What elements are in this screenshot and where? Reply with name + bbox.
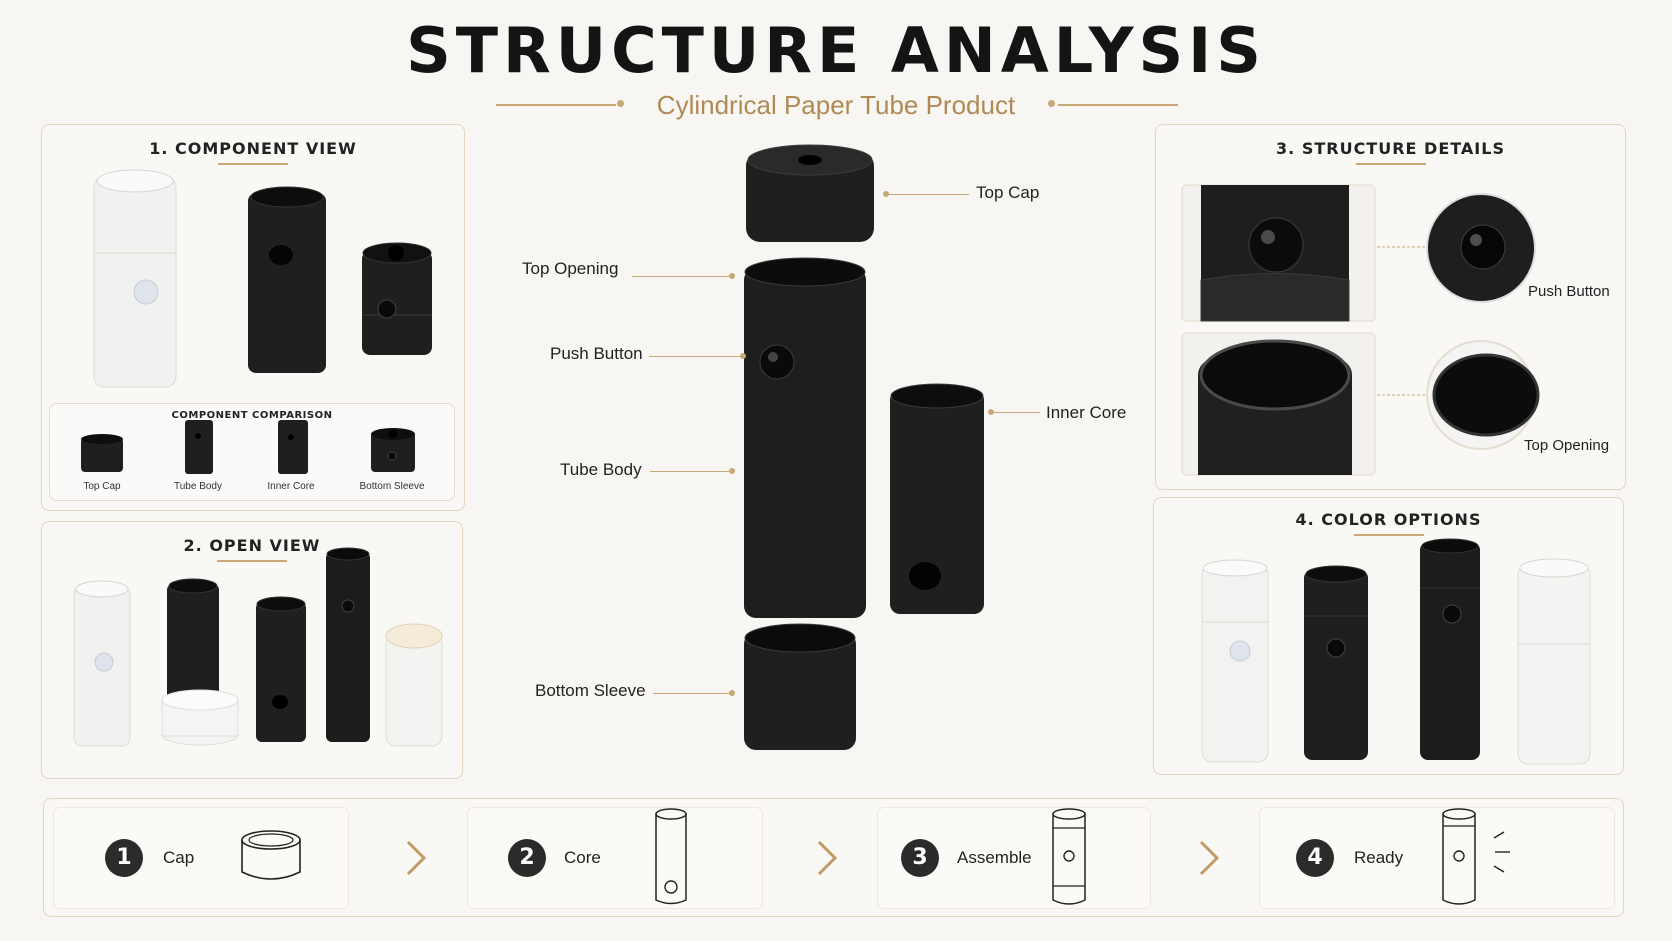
assembled-tube-icon <box>1052 808 1086 905</box>
inner-core-shape <box>890 390 984 614</box>
subtitle-row: Cylindrical Paper Tube Product <box>0 84 1672 126</box>
component-comparison-box: COMPONENT COMPARISON Top Cap Tube Body I… <box>49 403 455 501</box>
subtitle-right-dot <box>1048 100 1055 107</box>
top-cap-shape <box>746 152 874 242</box>
exploded-view-illustration <box>744 144 984 750</box>
label-bottom-sleeve: Bottom Sleeve <box>535 681 646 700</box>
subtitle-right-line <box>1058 104 1178 106</box>
step-2-label: Core <box>564 848 601 867</box>
step-4-number: 4 <box>1296 839 1334 877</box>
open-view-illustration <box>73 547 443 747</box>
detail-label-push-button: Push Button <box>1528 283 1610 300</box>
page-subtitle: Cylindrical Paper Tube Product <box>656 90 1016 120</box>
step-4-label: Ready <box>1354 848 1404 867</box>
leader-line-top-cap <box>889 194 969 196</box>
page-title: STRUCTURE ANALYSIS <box>406 14 1266 87</box>
cap-outline-icon <box>241 830 301 880</box>
color-options-title: 4. COLOR OPTIONS <box>1295 510 1482 529</box>
component-view-illustration <box>93 169 432 388</box>
color-options-underline <box>1353 534 1424 536</box>
step-3-label: Assemble <box>957 848 1032 867</box>
open-view-underline <box>217 560 287 562</box>
leader-dot-bottom-sleeve <box>729 690 735 696</box>
open-view-panel: 2. OPEN VIEW <box>41 521 463 779</box>
structure-details-panel: 3. STRUCTURE DETAILS Push Button Top Ope… <box>1155 124 1626 490</box>
comparison-label-top-cap: Top Cap <box>83 481 121 492</box>
leader-line-top-opening <box>632 276 730 278</box>
comparison-label-tube-body: Tube Body <box>174 481 222 492</box>
leader-dot-tube-body <box>729 468 735 474</box>
detail-label-top-opening: Top Opening <box>1524 437 1610 454</box>
label-push-button: Push Button <box>550 344 643 363</box>
ready-tube-icon <box>1442 808 1510 905</box>
label-top-cap: Top Cap <box>976 183 1040 202</box>
structure-details-title: 3. STRUCTURE DETAILS <box>1276 139 1505 158</box>
label-inner-core: Inner Core <box>1046 403 1127 422</box>
step-arrow-1-icon <box>406 840 427 876</box>
step-arrow-3-icon <box>1199 840 1220 876</box>
subtitle-left-dot <box>617 100 624 107</box>
leader-dot-top-cap <box>883 191 889 197</box>
leader-line-inner-core <box>994 412 1040 414</box>
component-view-title: 1. COMPONENT VIEW <box>149 139 357 158</box>
step-3-number: 3 <box>901 839 939 877</box>
structure-details-underline <box>1355 163 1426 165</box>
open-view-title: 2. OPEN VIEW <box>183 536 321 555</box>
step-1-box <box>54 808 348 908</box>
leader-line-push-button <box>649 356 741 358</box>
structure-details-illustration <box>1181 184 1540 476</box>
step-arrow-2-icon <box>817 840 838 876</box>
label-top-opening: Top Opening <box>522 259 619 278</box>
step-1-label: Cap <box>163 848 195 867</box>
step-1-number: 1 <box>105 839 143 877</box>
core-outline-icon <box>655 808 687 905</box>
leader-line-bottom-sleeve <box>653 693 730 695</box>
color-options-illustration <box>1201 538 1591 765</box>
color-options-panel: 4. COLOR OPTIONS <box>1153 497 1624 775</box>
comparison-label-inner-core: Inner Core <box>267 481 315 492</box>
bottom-sleeve-shape <box>744 632 856 750</box>
component-comparison-title: COMPONENT COMPARISON <box>171 410 333 421</box>
leader-dot-push-button <box>740 353 746 359</box>
leader-dot-top-opening <box>729 273 735 279</box>
component-view-underline <box>218 163 288 165</box>
label-tube-body: Tube Body <box>560 460 642 479</box>
leader-line-tube-body <box>650 471 730 473</box>
comparison-thumbnails <box>81 420 415 474</box>
step-2-number: 2 <box>508 839 546 877</box>
comparison-label-bottom-sleeve: Bottom Sleeve <box>359 481 425 492</box>
subtitle-left-line <box>496 104 616 106</box>
component-view-panel: 1. COMPONENT VIEW COMPONENT COMPARISON <box>41 124 465 511</box>
leader-dot-inner-core <box>988 409 994 415</box>
tube-body-shape <box>744 268 866 618</box>
